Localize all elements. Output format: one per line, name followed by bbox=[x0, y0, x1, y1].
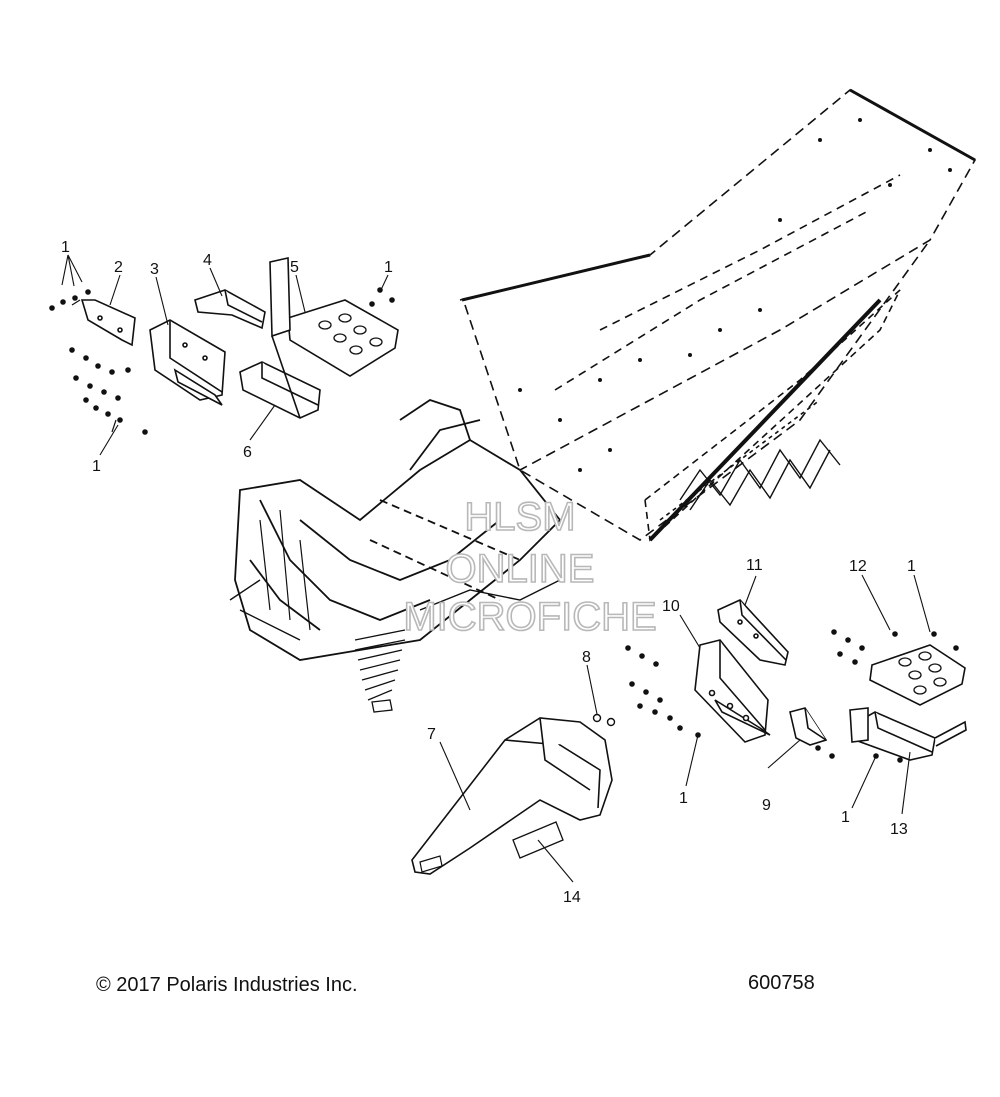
left-fasteners bbox=[49, 287, 395, 435]
chassis-tunnel bbox=[459, 88, 977, 542]
right-fasteners bbox=[625, 629, 959, 763]
part-12-perforated-plate bbox=[869, 644, 966, 706]
part-3-gusset-bracket bbox=[149, 319, 226, 406]
callout-1: 1 bbox=[841, 809, 850, 826]
watermark: HLSM ONLINE MICROFICHE bbox=[403, 494, 658, 640]
front-spring bbox=[354, 629, 406, 713]
drawing-number: 600758 bbox=[748, 972, 815, 994]
callout-1: 1 bbox=[61, 239, 70, 256]
front-bulkhead-frame bbox=[229, 399, 562, 713]
part-9-clip-bracket bbox=[789, 707, 828, 746]
callout-1: 1 bbox=[92, 458, 101, 475]
callout-10: 10 bbox=[662, 598, 680, 615]
part-14-decal bbox=[512, 821, 564, 859]
watermark-line-3: MICROFICHE bbox=[403, 595, 656, 639]
callout-1: 1 bbox=[384, 259, 393, 276]
part-7-tunnel-cover bbox=[411, 717, 613, 875]
callout-12: 12 bbox=[849, 558, 867, 575]
watermark-line-2: ONLINE bbox=[446, 547, 595, 591]
callout-5: 5 bbox=[290, 259, 299, 276]
part-6-footrest-bracket bbox=[239, 257, 321, 419]
part-8-push-rivet bbox=[592, 713, 616, 727]
watermark-line-1: HLSM bbox=[464, 495, 575, 539]
callout-labels: 1 2 3 4 5 1 1 6 11 12 1 10 8 7 1 9 1 13 … bbox=[61, 239, 916, 906]
callout-14: 14 bbox=[563, 889, 581, 906]
leader-lines bbox=[61, 254, 931, 883]
tunnel-cooler-fins bbox=[679, 438, 841, 511]
callout-13: 13 bbox=[890, 821, 908, 838]
part-2-bracket-plate bbox=[80, 299, 136, 347]
callout-6: 6 bbox=[243, 444, 252, 461]
part-4-mount-bracket bbox=[194, 289, 266, 330]
callout-8: 8 bbox=[582, 649, 591, 666]
callout-3: 3 bbox=[150, 261, 159, 278]
callout-7: 7 bbox=[427, 726, 436, 743]
callout-1: 1 bbox=[679, 790, 688, 807]
callout-4: 4 bbox=[203, 252, 212, 269]
callout-9: 9 bbox=[762, 797, 771, 814]
callout-2: 2 bbox=[114, 259, 123, 276]
part-11-mount-bracket bbox=[717, 599, 789, 666]
copyright-notice: © 2017 Polaris Industries Inc. bbox=[96, 974, 358, 996]
part-13-footrest-bracket bbox=[849, 707, 967, 761]
part-10-gusset-bracket bbox=[694, 639, 771, 743]
callout-1: 1 bbox=[907, 558, 916, 575]
part-5-perforated-plate bbox=[287, 299, 399, 377]
callout-11: 11 bbox=[746, 557, 763, 574]
